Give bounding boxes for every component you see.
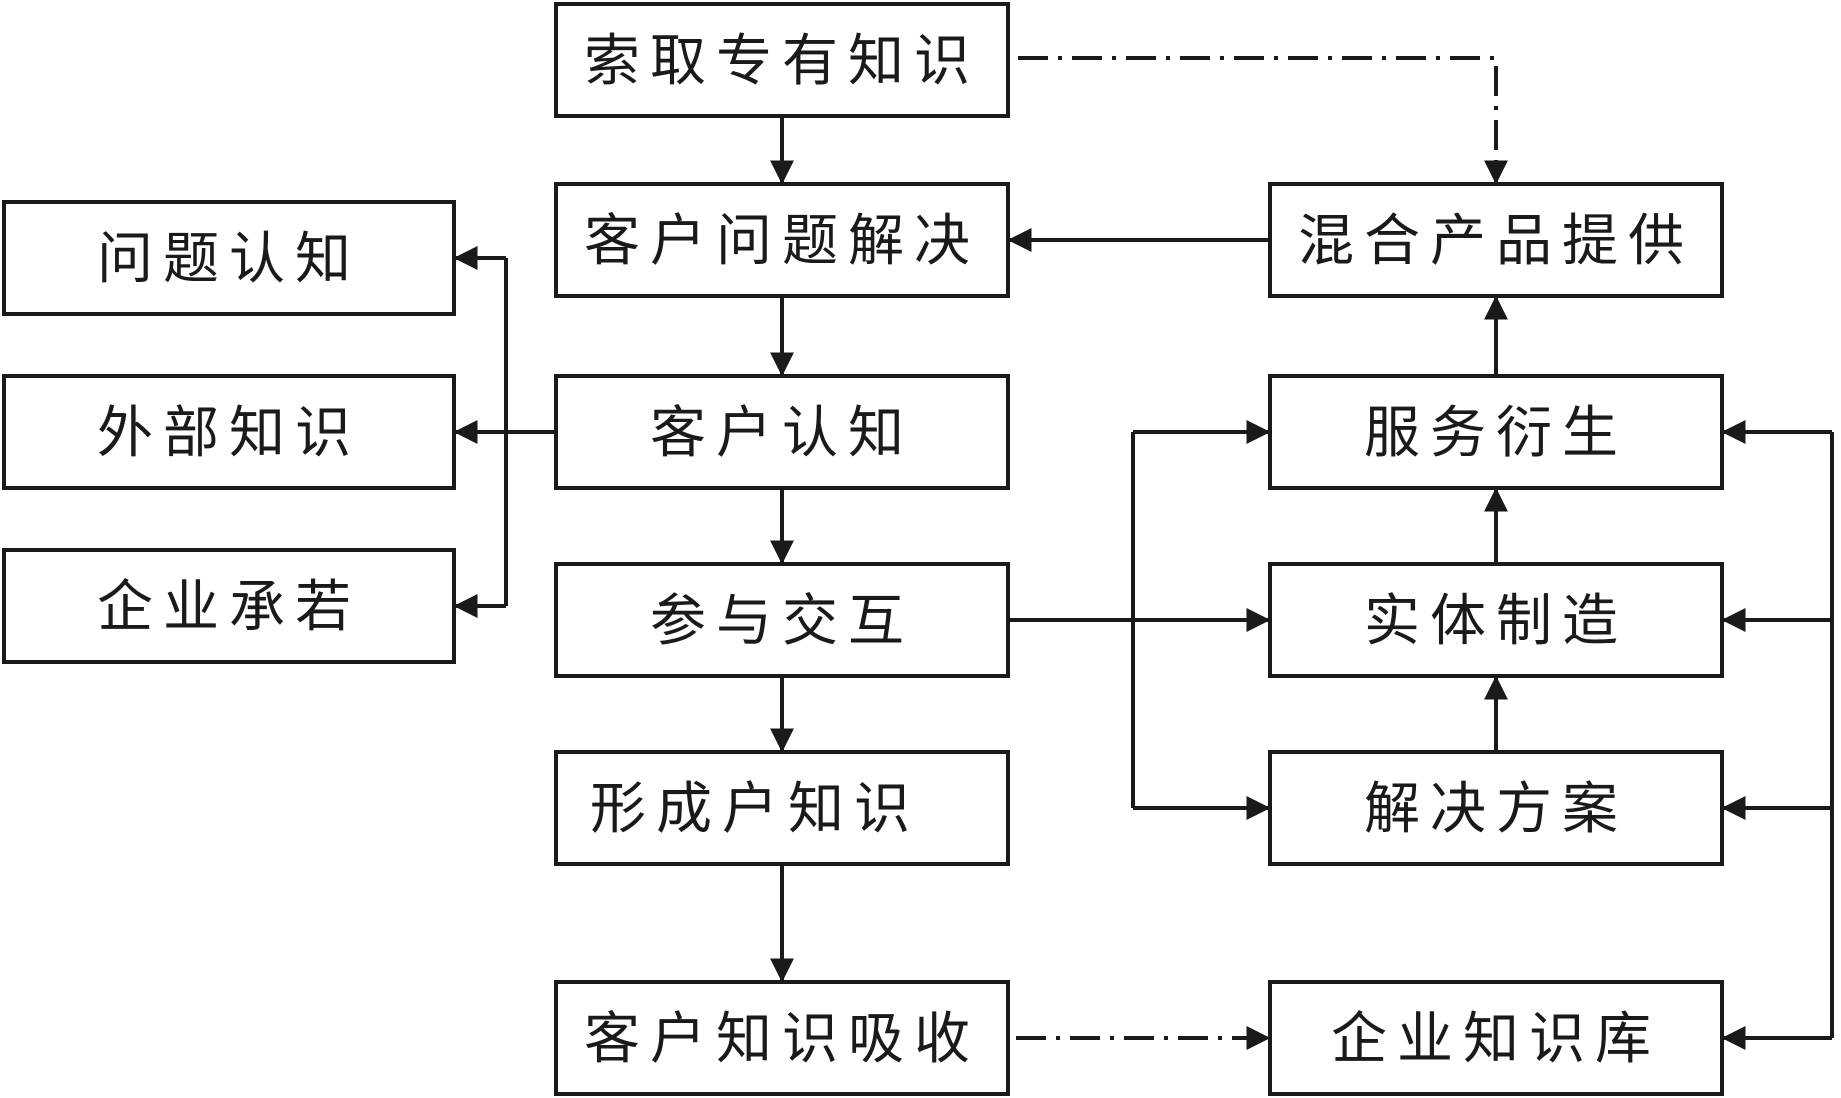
node-label: 客户问题解决 — [584, 209, 980, 274]
node-solution: 解决方案 — [1268, 750, 1724, 866]
node-hybrid-product: 混合产品提供 — [1268, 182, 1724, 298]
node-label: 外部知识 — [97, 401, 361, 466]
node-customer-cognition: 客户认知 — [554, 374, 1010, 490]
node-label: 混合产品提供 — [1298, 209, 1694, 274]
node-participate-interact: 参与交互 — [554, 562, 1010, 678]
node-label: 客户认知 — [650, 401, 914, 466]
node-problem-cognition: 问题认知 — [2, 200, 456, 316]
node-enterprise-commitment: 企业承若 — [2, 548, 456, 664]
node-enterprise-kb: 企业知识库 — [1268, 980, 1724, 1096]
node-request-knowledge: 索取专有知识 — [554, 2, 1010, 118]
edge-request-to-hybrid — [1018, 56, 1508, 185]
node-label: 问题认知 — [97, 227, 361, 292]
node-service-derivation: 服务衍生 — [1268, 374, 1724, 490]
node-physical-manufacturing: 实体制造 — [1268, 562, 1724, 678]
node-external-knowledge: 外部知识 — [2, 374, 456, 490]
node-form-knowledge: 形成户知识 — [554, 750, 1010, 866]
node-label: 客户知识吸收 — [584, 1007, 980, 1072]
node-label: 服务衍生 — [1364, 401, 1628, 466]
node-customer-problem: 客户问题解决 — [554, 182, 1010, 298]
node-label: 实体制造 — [1364, 589, 1628, 654]
node-label: 企业知识库 — [1331, 1007, 1661, 1072]
node-label: 企业承若 — [97, 575, 361, 640]
node-label: 形成户知识 — [590, 777, 920, 842]
node-label: 索取专有知识 — [584, 29, 980, 94]
node-label: 参与交互 — [650, 589, 914, 654]
node-absorb-knowledge: 客户知识吸收 — [554, 980, 1010, 1096]
node-label: 解决方案 — [1364, 777, 1628, 842]
